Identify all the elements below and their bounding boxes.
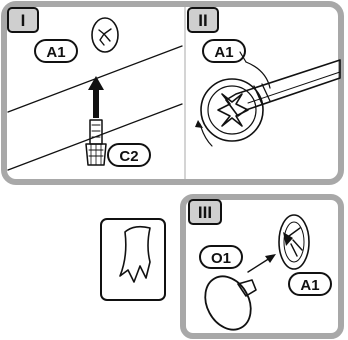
part-label-pill xyxy=(202,39,246,63)
panel-bottom-frame xyxy=(180,194,344,339)
step-number: I xyxy=(21,11,26,30)
panel-1: I A1 C2 xyxy=(7,7,183,171)
wall-cover-icon xyxy=(119,225,151,283)
plug-tool-icon xyxy=(85,119,107,166)
up-arrow-icon xyxy=(88,76,104,118)
cover-disc-icon xyxy=(204,275,257,331)
screw-cap-icon xyxy=(91,17,119,53)
step-number: II xyxy=(198,11,207,30)
part-label-pill xyxy=(288,272,332,296)
rotation-arrowhead-icon xyxy=(195,120,203,128)
part-label: A1 xyxy=(300,277,319,294)
screwdriver-icon xyxy=(225,59,341,117)
connection-arrow xyxy=(247,257,271,273)
connection-arrowhead-icon xyxy=(265,254,276,263)
screw-cap-icon xyxy=(278,214,310,270)
part-label-pill xyxy=(199,245,243,269)
part-label: A1 xyxy=(214,44,233,61)
step-number-box xyxy=(187,7,219,33)
panel-2: II A1 xyxy=(187,7,341,147)
step-number: III xyxy=(198,203,212,222)
rotation-arrow-icon xyxy=(245,61,271,89)
part-label: O1 xyxy=(211,250,231,267)
step-number-box xyxy=(7,7,39,33)
part-label-pill xyxy=(34,39,78,63)
panel-3: III O1 A1 xyxy=(100,194,344,339)
part-label: C2 xyxy=(119,148,138,165)
panel-top-frame xyxy=(1,1,344,185)
rotation-tick xyxy=(239,51,247,63)
part-label: A1 xyxy=(46,44,65,61)
screw-head-icon xyxy=(200,78,264,142)
part-label-pill xyxy=(107,143,151,167)
step-number-box xyxy=(188,199,222,225)
wall-cover-card xyxy=(100,218,166,301)
